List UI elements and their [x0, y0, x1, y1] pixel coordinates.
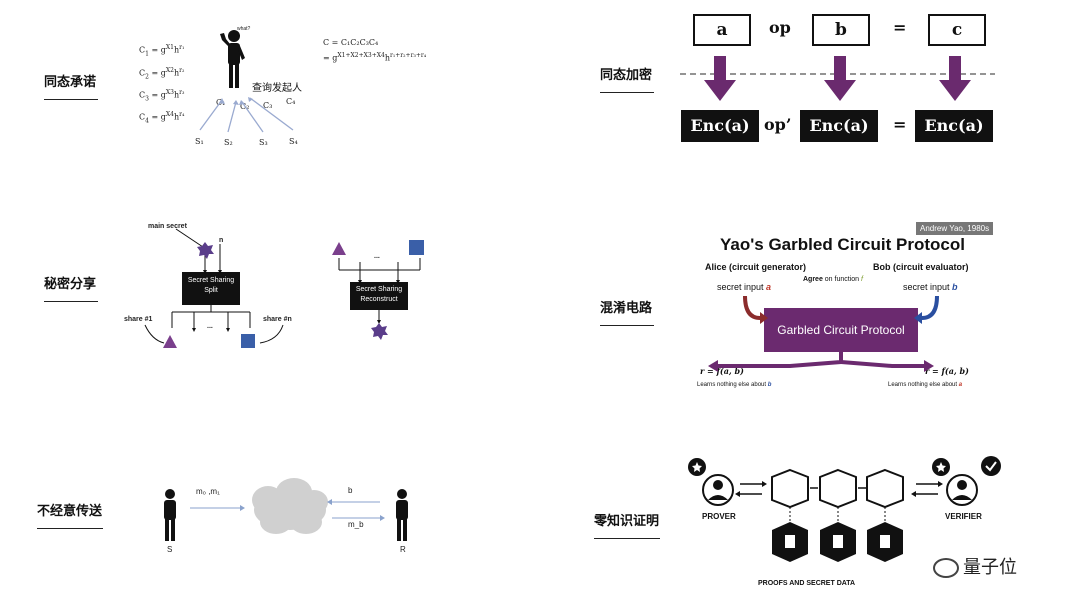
share-1-triangle-icon — [163, 335, 177, 348]
verifier-check-badge-icon — [981, 456, 1001, 476]
arrow-down-icon — [939, 56, 971, 101]
commitment-product-line2: = gX1+X2+X3+X4hr₁+r₂+r₃+r₄ — [323, 52, 427, 63]
label-homomorphic-commitment: 同态承诺 — [44, 71, 98, 100]
wechat-icon — [933, 558, 959, 578]
m0-m1-label: m₀ ,m₁ — [196, 487, 220, 496]
reconstructed-star-icon — [371, 323, 388, 340]
gc-protocol-box: Garbled Circuit Protocol — [764, 308, 918, 352]
person-icon — [220, 30, 245, 88]
plaintext-a-box: a — [693, 14, 751, 46]
commitment-row-2: C2 = gX2hr₂ — [139, 67, 185, 81]
enc-a-box-3: Enc(a) — [915, 110, 993, 142]
label-garbled-circuit: 混淆电路 — [600, 297, 654, 326]
reconstruct-triangle-icon — [332, 242, 346, 255]
share-n-square-icon — [241, 334, 255, 348]
reconstruct-dots: ... — [374, 253, 380, 260]
equals-top: = — [893, 18, 907, 37]
label-zero-knowledge: 零知识证明 — [594, 510, 660, 539]
enc-a-box-2: Enc(a) — [800, 110, 878, 142]
gc-title: Yao's Garbled Circuit Protocol — [720, 235, 965, 254]
learns-left: Learns nothing else about b — [697, 382, 772, 388]
s-label-4: S₄ — [289, 137, 298, 146]
receiver-person-icon — [396, 489, 408, 541]
commitment-row-4: C4 = gX4hr₄ — [139, 111, 185, 125]
thought-bubble-text: what? — [237, 26, 251, 32]
op-prime-label: op’ — [764, 115, 792, 134]
commitment-row-3: C3 = gX3hr₃ — [139, 89, 185, 103]
query-initiator-label: 查询发起人 — [252, 83, 302, 94]
label-secret-sharing: 秘密分享 — [44, 273, 98, 302]
hash-block-icon — [819, 468, 857, 509]
arrow-down-icon — [824, 56, 856, 101]
result-right: r = f(a, b) — [925, 366, 969, 376]
secret-input-a: secret input a — [717, 282, 772, 292]
n-label: n — [219, 237, 224, 244]
secret-input-b: secret input b — [903, 282, 958, 292]
verifier-label: VERIFIER — [945, 512, 982, 521]
hash-block-icon — [771, 468, 809, 509]
c-label-4: C₄ — [286, 97, 296, 106]
main-secret-star-icon — [197, 242, 214, 259]
bob-label: Bob (circuit evaluator) — [873, 262, 969, 272]
s-label-1: S₁ — [195, 137, 204, 146]
share-1-label: share #1 — [124, 316, 153, 323]
sender-label: S — [167, 545, 173, 554]
encrypt-arrows — [704, 56, 971, 101]
commitment-row-1: C1 = gX1hr₁ — [139, 44, 185, 58]
share-n-label: share #n — [263, 316, 292, 323]
equals-bottom: = — [893, 115, 907, 134]
split-dots: ... — [207, 323, 213, 330]
learns-right: Learns nothing else about a — [888, 382, 963, 388]
result-left: r = f(a, b) — [700, 366, 744, 376]
receiver-label: R — [400, 545, 406, 554]
s-label-2: S₂ — [224, 138, 233, 147]
hash-block-icon — [866, 468, 904, 509]
prover-label: PROVER — [702, 512, 736, 521]
enc-a-box-1: Enc(a) — [681, 110, 759, 142]
reconstruct-box: Secret Sharing Reconstruct — [350, 282, 408, 310]
attribution-badge: Andrew Yao, 1980s — [916, 222, 994, 235]
alice-label: Alice (circuit generator) — [705, 262, 807, 272]
main-secret-label: main secret — [148, 223, 187, 230]
split-box: Secret Sharing Split — [182, 272, 240, 305]
plaintext-c-box: c — [928, 14, 986, 46]
op-label: op — [769, 18, 791, 37]
s-label-3: S₃ — [259, 138, 268, 147]
reconstruct-square-icon — [409, 240, 424, 255]
label-oblivious-transfer: 不经意传送 — [37, 500, 103, 529]
agree-label: Agree on function f — [803, 276, 863, 283]
plaintext-b-box: b — [812, 14, 870, 46]
arrow-down-icon — [704, 56, 736, 101]
proofs-label: PROOFS AND SECRET DATA — [758, 580, 856, 587]
c-label-3: C₃ — [263, 101, 273, 110]
sender-person-icon — [164, 489, 176, 541]
mb-label: m_b — [348, 520, 364, 529]
label-homomorphic-encryption: 同态加密 — [600, 64, 654, 93]
b-label: b — [348, 486, 353, 495]
commitment-product-line1: C = C₁C₂C₃C₄ — [323, 38, 379, 47]
watermark: 量子位 — [933, 553, 1017, 579]
cloud-icon — [252, 478, 328, 534]
